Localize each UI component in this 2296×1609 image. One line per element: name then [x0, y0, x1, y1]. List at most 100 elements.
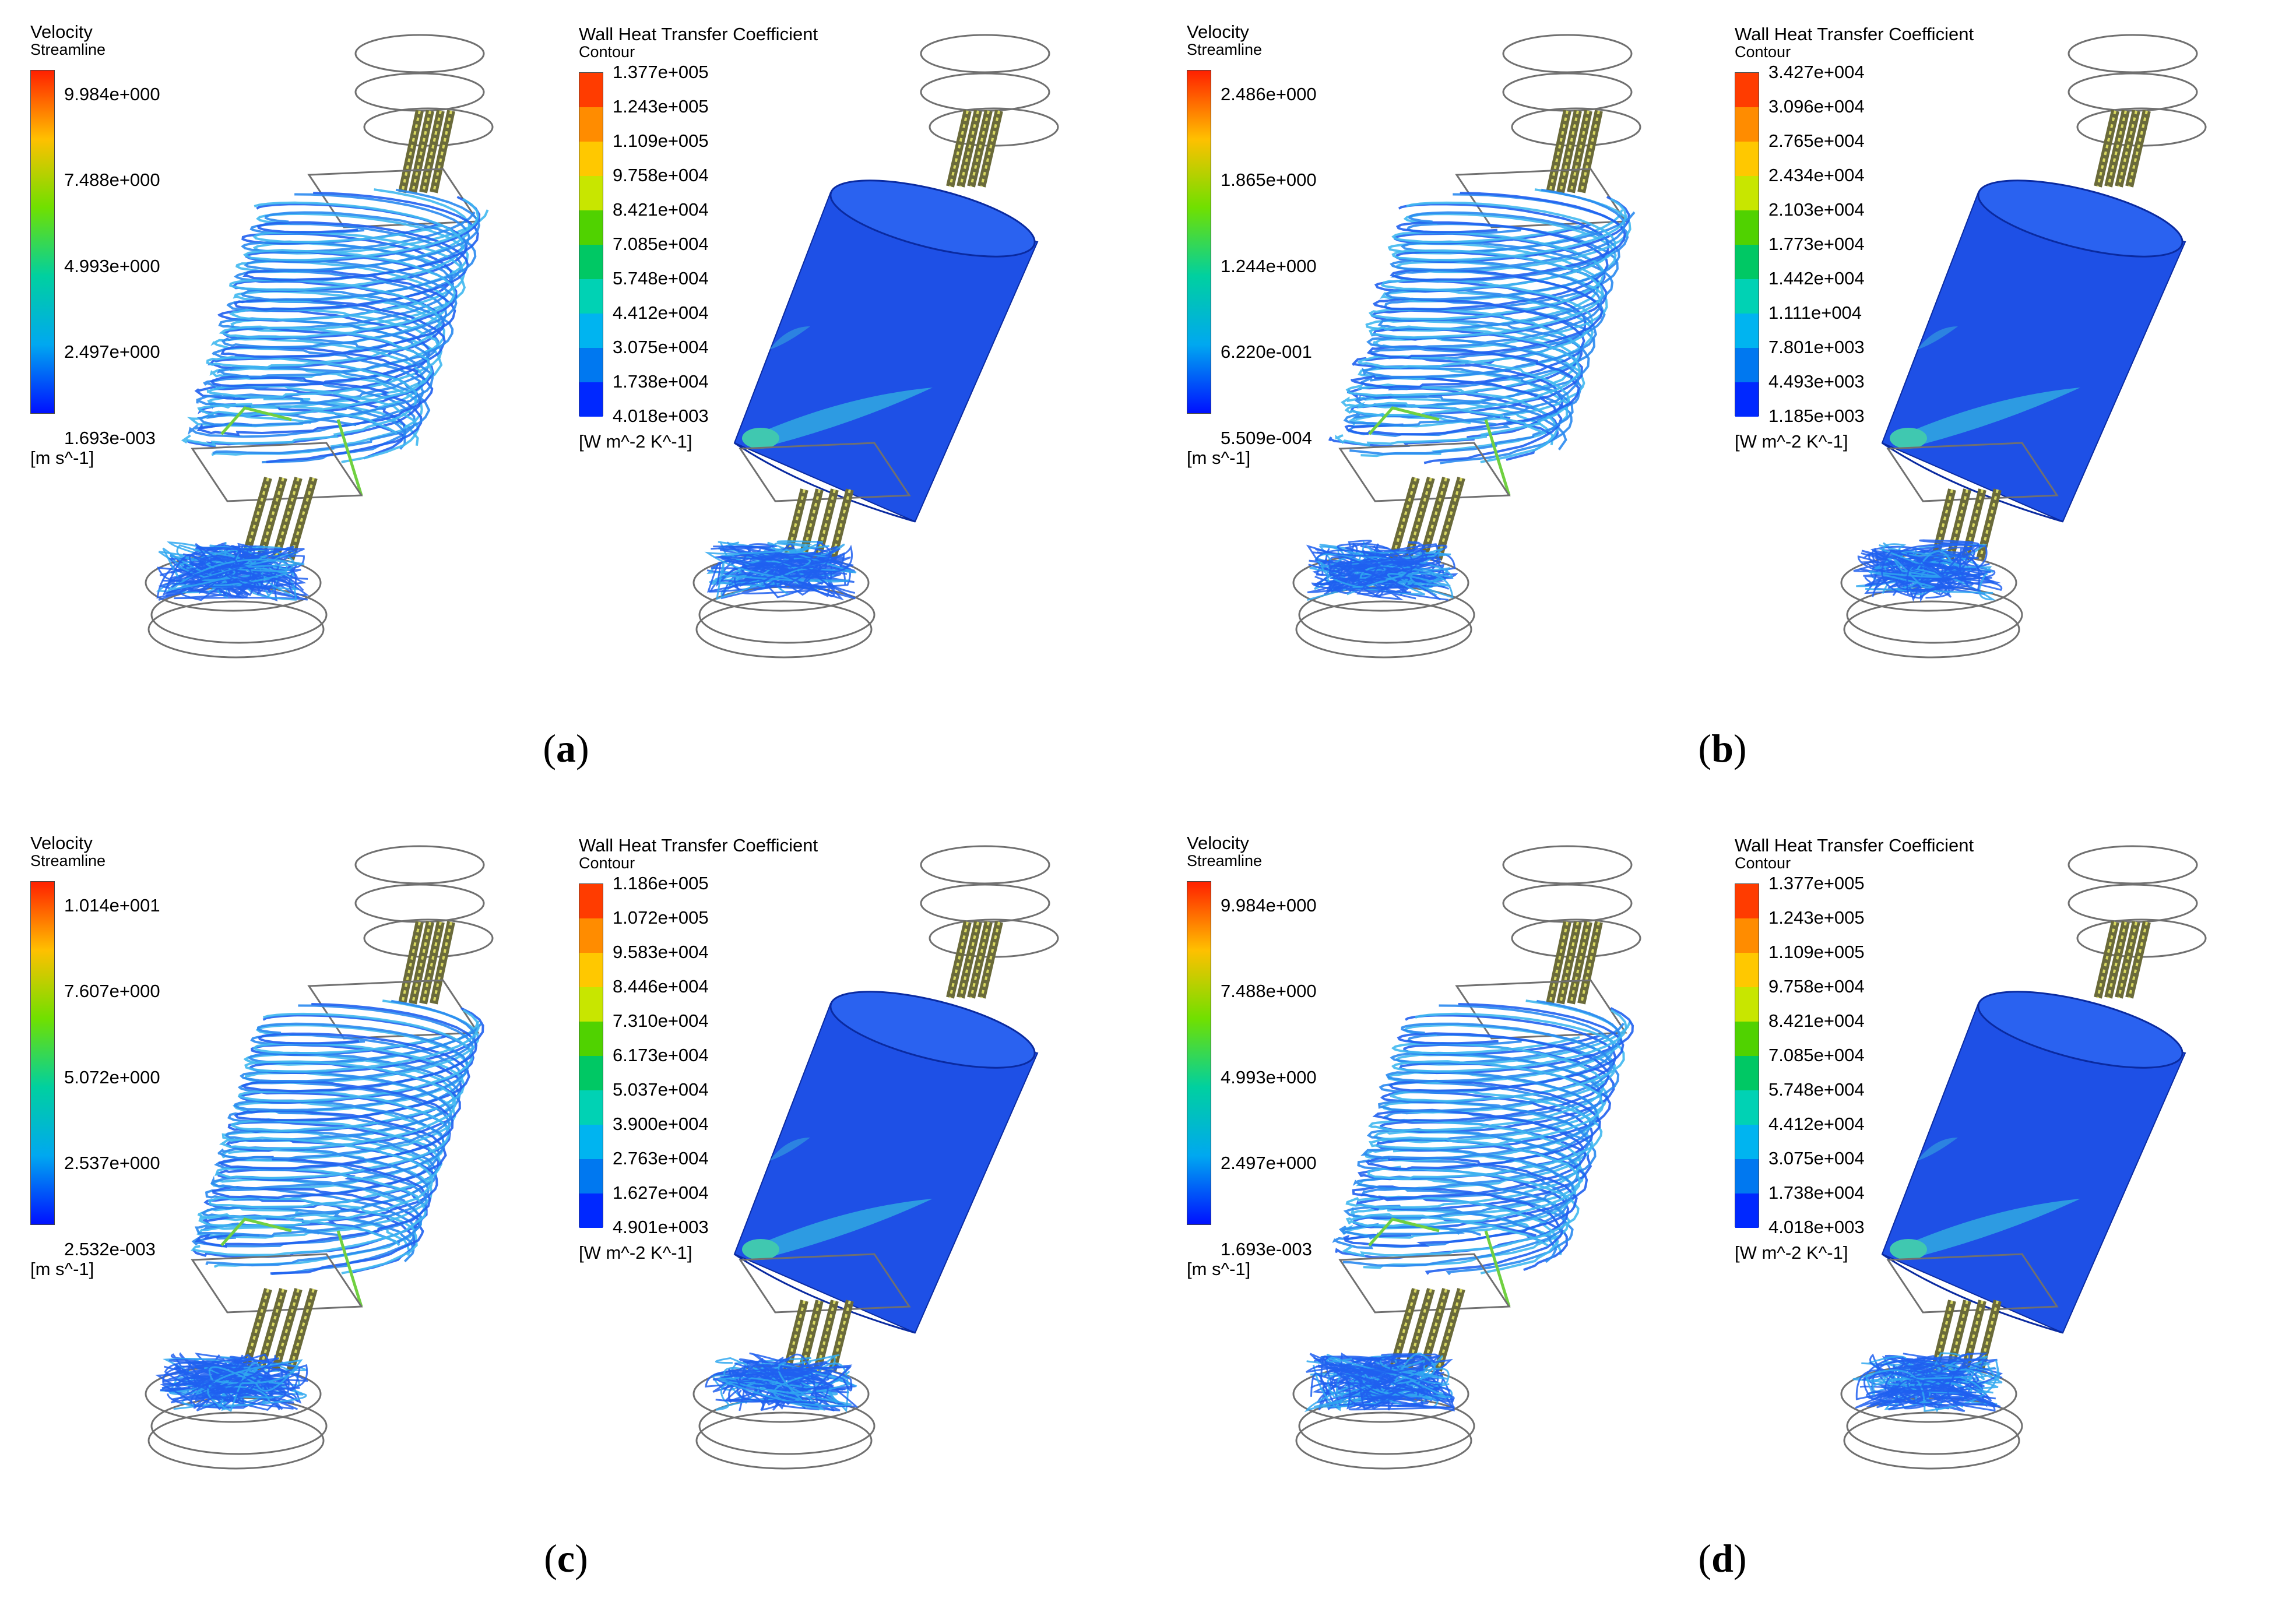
- velocity-tick: 7.488e+000: [1221, 981, 1317, 1001]
- heat-tick: 1.773e+004: [1768, 234, 1865, 254]
- heat-colorbar-band: [579, 382, 603, 417]
- streamline: [1335, 201, 1616, 447]
- heat-colorbar-band: [579, 987, 603, 1022]
- cylinder-top-face: [829, 991, 1036, 1069]
- tube-inner: [2097, 921, 2116, 998]
- streamline: [1868, 548, 1952, 589]
- bottom-plate: [1886, 442, 2059, 502]
- contour-hotspot: [742, 428, 779, 449]
- heat-tick: 1.072e+005: [613, 907, 709, 928]
- panel-caption: (b): [1698, 726, 1747, 770]
- velocity-tick: 6.220e-001: [1221, 341, 1312, 362]
- heat-unit: [W m^-2 K^-1]: [1735, 1242, 1848, 1263]
- streamline-assembly: [1292, 34, 1641, 659]
- heat-tick: 1.738e+004: [1768, 1182, 1865, 1203]
- heat-legend-title: Wall Heat Transfer Coefficient: [1735, 835, 1974, 855]
- heat-colorbar: [579, 883, 603, 1228]
- velocity-tick: 1.865e+000: [1221, 170, 1317, 190]
- tube-inner: [2118, 110, 2137, 187]
- tube-inner: [959, 110, 979, 187]
- bottom-plate: [1338, 442, 1511, 502]
- velocity-tick: 1.014e+001: [64, 895, 160, 916]
- tube: [409, 921, 434, 1005]
- streamline: [209, 221, 469, 463]
- streamline: [1328, 547, 1448, 601]
- tube: [419, 921, 445, 1005]
- tube-inner: [970, 921, 990, 998]
- streamline: [168, 558, 305, 591]
- heat-colorbar-band: [579, 245, 603, 279]
- bottom-disc: [1843, 600, 2020, 659]
- bottom-disc: [695, 600, 873, 659]
- heat-colorbar-band: [1735, 1159, 1759, 1193]
- velocity-tick: 9.984e+000: [64, 84, 160, 104]
- contour-region: [743, 1199, 933, 1260]
- heat-tick: 1.243e+005: [1768, 907, 1865, 928]
- velocity-legend-subtitle: Streamline: [30, 41, 106, 58]
- heat-tick: 3.075e+004: [613, 337, 709, 357]
- heat-legend: Wall Heat Transfer Coefficient Contour 1…: [1735, 835, 1974, 1263]
- heat-legend-title: Wall Heat Transfer Coefficient: [1735, 24, 1974, 44]
- tube: [1577, 921, 1603, 1005]
- velocity-legend-subtitle: Streamline: [1187, 852, 1263, 869]
- heat-legend: Wall Heat Transfer Coefficient Contour 3…: [1735, 24, 1974, 452]
- contour-region: [769, 326, 810, 350]
- velocity-tick: 4.993e+000: [64, 256, 160, 276]
- streamline: [1327, 1354, 1448, 1399]
- heat-tick: 2.763e+004: [613, 1148, 709, 1168]
- tube-inner: [2118, 921, 2137, 998]
- tube-inner: [1979, 1300, 1999, 1371]
- velocity-legend: Velocity Streamline 2.486e+000 1.865e+00…: [1187, 22, 1317, 468]
- heat-tick: 8.421e+004: [1768, 1011, 1865, 1031]
- velocity-legend-subtitle: Streamline: [30, 852, 106, 869]
- heat-tick: 9.758e+004: [1768, 976, 1865, 997]
- velocity-colorbar: [30, 70, 55, 414]
- tube-inner: [2128, 921, 2148, 998]
- velocity-unit: [m s^-1]: [30, 448, 94, 468]
- cylinder-bottom-edge: [1882, 1253, 2063, 1334]
- top-disc: [920, 845, 1050, 885]
- bottom-plate: [1886, 1253, 2059, 1314]
- streamline: [1866, 1361, 1996, 1407]
- heat-tick: 1.109e+005: [613, 131, 709, 151]
- contour-hotspot: [1890, 1239, 1927, 1260]
- heat-transfer-assembly: [1840, 845, 2207, 1470]
- heat-colorbar-band: [1735, 73, 1759, 107]
- streamline: [720, 545, 845, 601]
- velocity-colorbar: [1187, 70, 1211, 414]
- heat-tick: 5.748e+004: [613, 268, 709, 288]
- contour-region: [1917, 1138, 1958, 1161]
- streamline: [1899, 1355, 2001, 1412]
- top-disc: [354, 72, 485, 112]
- velocity-tick: 2.486e+000: [1221, 84, 1317, 104]
- velocity-legend-subtitle: Streamline: [1187, 41, 1263, 58]
- panel-caption: (d): [1698, 1536, 1747, 1580]
- heat-colorbar-band: [1735, 107, 1759, 142]
- streamline: [1341, 209, 1623, 446]
- heat-tick: 4.018e+003: [613, 406, 709, 426]
- top-disc: [1511, 107, 1641, 147]
- heat-colorbar-band: [579, 884, 603, 918]
- heat-legend: Wall Heat Transfer Coefficient Contour 1…: [579, 836, 818, 1263]
- tube-inner: [1964, 1300, 1984, 1371]
- velocity-legend-title: Velocity: [30, 22, 93, 42]
- streamline: [736, 1360, 853, 1411]
- heat-colorbar-band: [1735, 1125, 1759, 1159]
- bottom-disc: [147, 600, 325, 659]
- tube: [430, 921, 455, 1005]
- streamline-scene: [1292, 34, 2207, 659]
- cylinder-bottom-edge: [734, 442, 916, 523]
- heat-colorbar-band: [1735, 314, 1759, 348]
- tube-inner: [2128, 110, 2148, 187]
- streamline: [704, 545, 850, 600]
- velocity-legend: Velocity Streamline 9.984e+000 7.488e+00…: [1187, 833, 1317, 1279]
- streamline: [1328, 555, 1425, 595]
- streamline: [1329, 1356, 1409, 1410]
- top-plate: [1455, 168, 1627, 228]
- heat-tick: 1.109e+005: [1768, 942, 1865, 962]
- heat-tick: 1.627e+004: [613, 1182, 709, 1203]
- contour-region: [1917, 326, 1958, 350]
- top-disc: [2068, 883, 2198, 923]
- velocity-tick: 1.693e-003: [64, 428, 156, 448]
- bottom-disc: [695, 1411, 873, 1470]
